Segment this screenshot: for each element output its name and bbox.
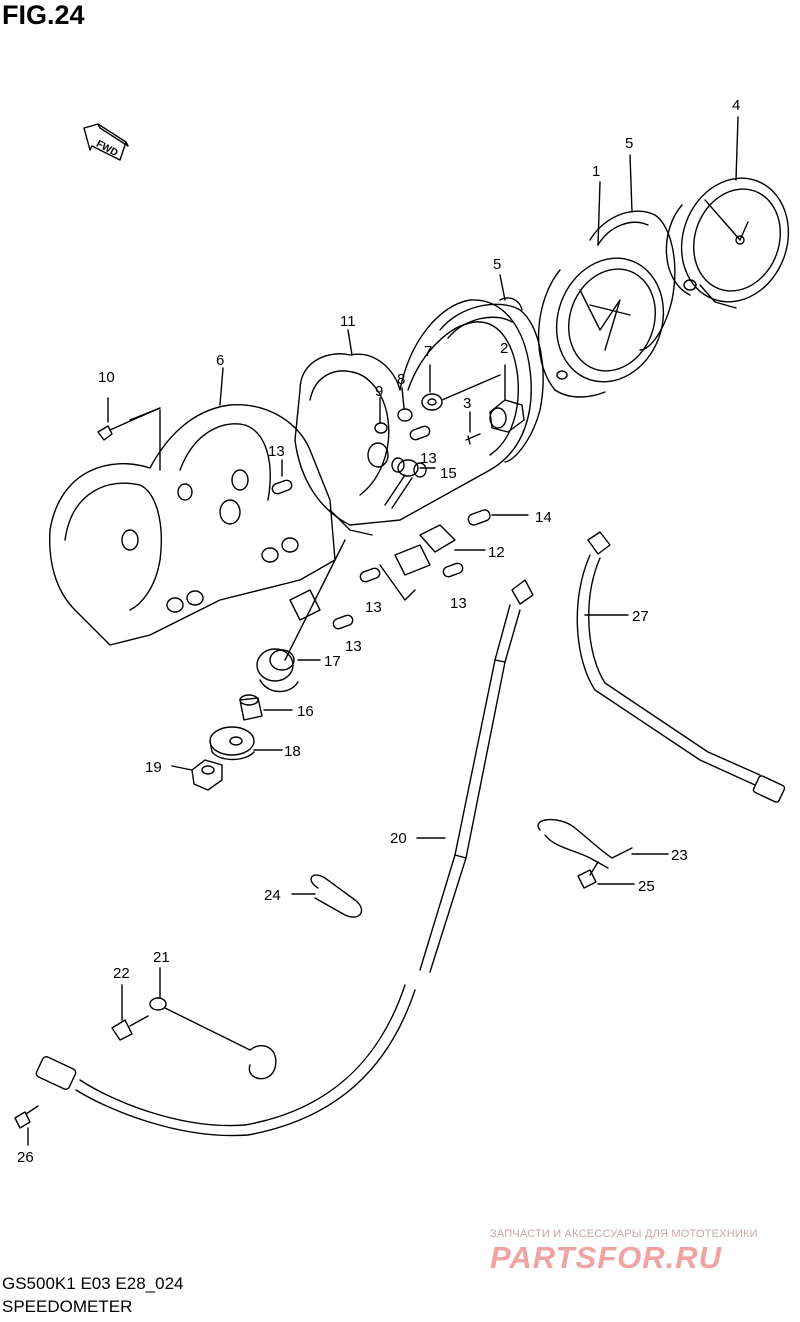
- callout-2: 2: [500, 340, 508, 357]
- callout-3: 3: [463, 395, 471, 412]
- callout-20: 20: [390, 830, 407, 847]
- part-12-sockets: [289, 524, 486, 621]
- callout-13-e: 13: [345, 638, 362, 655]
- part-2-bulb-socket: [489, 364, 525, 433]
- figure-title: FIG.24: [2, 0, 85, 30]
- callout-18: 18: [284, 743, 301, 760]
- callout-17: 17: [324, 653, 341, 670]
- callout-9: 9: [375, 383, 383, 400]
- callout-14: 14: [535, 509, 552, 526]
- callout-13-a: 13: [268, 443, 285, 460]
- callout-24: 24: [264, 887, 281, 904]
- callout-19: 19: [145, 759, 162, 776]
- part-9-nut: [374, 397, 388, 434]
- callout-25: 25: [638, 878, 655, 895]
- callout-13-b: 13: [420, 450, 437, 467]
- part-27-sub-cable: [576, 531, 786, 803]
- part-5-lower-seal: [439, 297, 544, 463]
- part-16-collar: [239, 694, 293, 721]
- callout-6: 6: [216, 352, 224, 369]
- part-17-grommet: [256, 539, 346, 693]
- callout-11: 11: [340, 313, 356, 330]
- callout-labels: 1 5 4 5 11 2 7 8 9 3 10 6 13 13 15 14 12…: [17, 97, 740, 1166]
- callout-23: 23: [671, 847, 688, 864]
- part-18-washer: [209, 726, 283, 761]
- callout-8: 8: [397, 371, 405, 388]
- part-5-upper-seal: [589, 210, 676, 351]
- callout-16: 16: [297, 703, 314, 720]
- part-7-washer: [421, 364, 501, 411]
- callout-15: 15: [440, 465, 457, 482]
- callout-5-lower: 5: [493, 256, 501, 273]
- callout-21: 21: [153, 949, 170, 966]
- callout-22: 22: [113, 965, 130, 982]
- callout-13-d: 13: [450, 595, 467, 612]
- part-11-meter-case: [294, 299, 532, 536]
- part-1-speedometer: [537, 257, 665, 398]
- part-25-bolt: [577, 861, 635, 889]
- part-19-nut: [171, 759, 223, 791]
- part-10-screw: [97, 397, 161, 441]
- callout-5-upper: 5: [625, 135, 633, 152]
- section-name: SPEEDOMETER: [2, 1297, 133, 1316]
- part-14-bulb: [467, 509, 529, 526]
- callout-13-c: 13: [365, 599, 382, 616]
- part-13-bulbs: [271, 425, 464, 630]
- callout-26: 26: [17, 1149, 34, 1166]
- part-22-bolt: [111, 984, 149, 1041]
- callout-10: 10: [98, 369, 115, 386]
- part-24-clip: [291, 874, 363, 918]
- callout-27: 27: [632, 608, 649, 625]
- part-15-screw: [384, 459, 436, 509]
- callout-12: 12: [488, 544, 505, 561]
- watermark-brand: PARTSFOR.RU: [490, 1240, 723, 1275]
- part-23-clamp: [537, 818, 669, 869]
- watermark-tagline: ЗАПЧАСТИ И АКСЕССУАРЫ ДЛЯ МОТОТЕХНИКИ: [490, 1228, 758, 1240]
- part-21-wire: [149, 967, 277, 1080]
- part-4-gauge: [665, 177, 790, 309]
- callout-1: 1: [592, 163, 600, 180]
- callout-4: 4: [732, 97, 740, 114]
- part-6-lower-cover: [48, 367, 336, 646]
- callout-7: 7: [424, 343, 432, 360]
- part-26-screw: [14, 1105, 39, 1146]
- part-3-screw: [465, 411, 481, 445]
- model-code: GS500K1 E03 E28_024: [2, 1274, 184, 1293]
- part-8-collar: [397, 387, 413, 422]
- part-20-speedometer-cable: [35, 579, 534, 1137]
- fwd-arrow-icon: FWD: [83, 123, 129, 161]
